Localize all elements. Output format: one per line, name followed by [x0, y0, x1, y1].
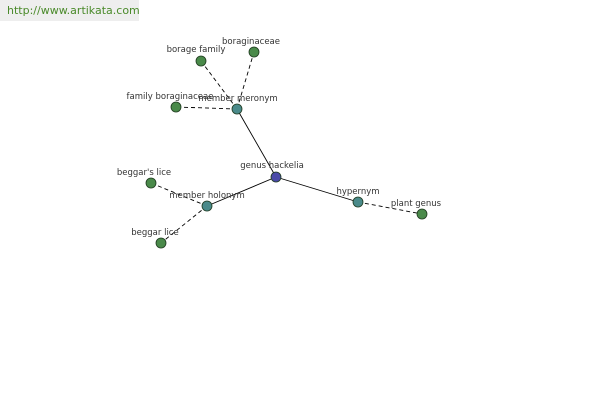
node-marker-family-boraginaceae[interactable] [170, 101, 182, 113]
edge-genus-hackelia-to-hypernym [275, 176, 359, 203]
node-member-holonym[interactable]: member holonym [169, 191, 245, 212]
edge-member-meronym-to-borage-family [200, 60, 238, 110]
watermark-url: http://www.artikata.com [0, 0, 140, 21]
node-marker-borage-family[interactable] [195, 55, 207, 67]
edge-member-meronym-to-boraginaceae [236, 51, 255, 110]
node-marker-beggars-lice[interactable] [145, 177, 157, 189]
edge-genus-hackelia-to-member-meronym [236, 108, 277, 178]
node-member-meronym[interactable]: member meronym [198, 94, 278, 115]
node-label-boraginaceae: boraginaceae [222, 37, 280, 47]
node-marker-member-meronym[interactable] [231, 103, 243, 115]
node-genus-hackelia[interactable]: genus hackelia [240, 161, 304, 183]
node-beggars-lice[interactable]: beggar's lice [117, 168, 171, 189]
node-hypernym[interactable]: hypernym [336, 187, 380, 208]
edge-member-holonym-to-beggar-lice [160, 205, 208, 244]
node-marker-beggar-lice[interactable] [155, 237, 167, 249]
node-label-genus-hackelia: genus hackelia [240, 161, 304, 171]
nodes-layer: genus hackelia member meronym member holon… [117, 37, 442, 249]
node-label-member-holonym: member holonym [169, 191, 244, 201]
node-label-member-meronym: member meronym [198, 94, 277, 104]
node-label-family-boraginaceae: family boraginaceae [127, 92, 214, 102]
node-label-beggars-lice: beggar's lice [117, 168, 171, 178]
edge-member-meronym-to-family-boraginaceae [175, 106, 238, 110]
node-label-borage-family: borage family [167, 45, 226, 55]
node-boraginaceae[interactable]: boraginaceae [222, 37, 280, 58]
node-label-beggar-lice: beggar lice [131, 228, 178, 238]
edge-genus-hackelia-to-member-holonym [206, 176, 277, 207]
node-borage-family[interactable]: borage family [167, 45, 226, 67]
edges-layer [150, 51, 423, 244]
node-marker-genus-hackelia[interactable] [270, 171, 282, 183]
node-marker-hypernym[interactable] [352, 196, 364, 208]
edge-hypernym-to-plant-genus [357, 201, 423, 215]
node-marker-boraginaceae[interactable] [248, 46, 260, 58]
edge-member-holonym-to-beggars-lice [150, 182, 208, 207]
node-marker-member-holonym[interactable] [201, 200, 213, 212]
node-family-boraginaceae[interactable]: family boraginaceae [127, 92, 214, 113]
node-plant-genus[interactable]: plant genus [391, 199, 442, 220]
node-beggar-lice[interactable]: beggar lice [131, 228, 179, 249]
node-label-plant-genus: plant genus [391, 199, 442, 209]
node-label-hypernym: hypernym [336, 187, 379, 197]
node-marker-plant-genus[interactable] [416, 208, 428, 220]
